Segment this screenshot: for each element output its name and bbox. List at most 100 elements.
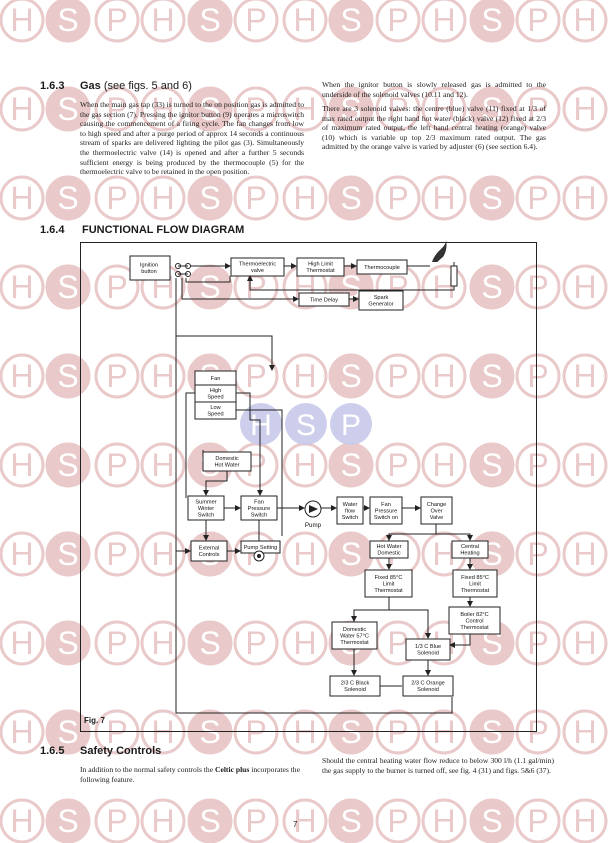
flow-box-label: Ignition [140,263,158,269]
flow-connector [351,597,390,622]
flow-box-label: Speed [207,412,223,418]
flow-connector [236,392,251,420]
flow-box-label: valve [251,268,264,274]
flow-box-label: Switch [251,513,267,519]
safety-paragraph-left: In addition to the normal safety control… [80,765,304,784]
flow-box-label: Pressure [248,506,270,512]
celtic-plus-product-name: Celtic plus [214,765,250,774]
flow-box-label: Hot Water [215,463,240,469]
flow-box-label: Fan [254,499,264,505]
flow-connector [236,409,283,536]
safety-text-post: incorporates the following feature. [80,765,300,784]
flow-box-label: Fixed 85°C [461,575,489,581]
flow-box-label: Pump Setting [244,545,278,551]
flow-connector [185,276,231,283]
flow-box-label: 2/3 C Black [341,681,370,687]
flow-box-label: button [141,269,157,275]
flow-box-label: Solenoid [417,651,439,657]
flow-box-label: Pressure [375,508,397,514]
section-number-163: 1.6.3 [40,80,65,92]
flow-box-label: Thermostat [340,640,369,646]
flow-box-label: Switch [198,513,214,519]
page-number: 7 [293,820,298,829]
flow-box-label: Fan [381,502,391,508]
flow-box-label: Thermostat [461,588,490,594]
flow-box-label: Boiler 82°C [460,612,488,618]
section-title-163-suffix: (see figs. 5 and 6) [103,80,192,92]
burner-flame-icon [432,240,447,265]
flow-box-label: Change [427,502,447,508]
section-title-163: Gas (see figs. 5 and 6) [80,80,192,92]
flow-box-label: flow [345,508,356,514]
flow-box-label: Time Delay [310,297,338,303]
flow-box-label: Domestic [215,456,239,462]
pump-icon [304,500,322,518]
section-number-165: 1.6.5 [40,745,65,757]
gas-paragraph-left: When the main gas tap (33) is turned to … [80,100,304,177]
flow-box-label: Winter [198,506,214,512]
diagram-frame [80,242,537,732]
thermocouple-probe [450,265,458,287]
flow-box-label: Limit [469,581,481,587]
flow-box-fan: Fan [194,370,237,386]
gas-paragraph-right-2: There are 3 solenoid valves: the centre … [322,104,546,152]
flow-box-label: Heating [460,551,479,557]
main-trunk [175,278,453,714]
figure-label: Fig. 7 [84,716,105,725]
flow-box-label: Thermocouple [364,265,400,271]
flow-connector [436,533,473,541]
flow-box-label: Fixed 85°C [375,575,403,581]
flow-box-label: Low [210,405,221,411]
flow-box-label: Water [343,502,358,508]
flow-box-label: Speed [207,395,223,401]
flow-connector [386,524,437,541]
flow-box-label: Thermostat [374,588,403,594]
ignition-to-time-delay [181,278,299,302]
flow-connector [250,419,263,496]
flow-box-label: Switch [342,515,358,521]
flow-box-label: Water 57°C [340,633,369,639]
gas-paragraph-right-1: When the ignitor button is slowly releas… [322,80,546,99]
flow-box-label: 1/3 C Blue [415,644,441,650]
flow-box-label: Controls [199,552,220,558]
flow-box-label: Domestic [343,627,367,633]
flow-box-label: Thermoelectric [239,262,276,268]
section-title-164: FUNCTIONAL FLOW DIAGRAM [82,224,245,236]
flow-box-label: Spark [374,295,389,301]
flow-box-label: Switch on [374,515,398,521]
section-title-165: Safety Controls [80,745,162,757]
flow-box-label: Thermostat [460,625,489,631]
pump-label: Pump [305,522,322,529]
flow-box-label: High Limit [308,262,333,268]
flow-connector [389,609,431,639]
flow-box-label: Solenoid [417,687,439,693]
flow-box-label: Control [465,618,483,624]
flow-box-label: Summer [195,499,216,505]
thermocouple-return [247,275,455,291]
flow-connector [176,335,275,371]
section-title-163-main: Gas [80,80,101,92]
flow-box-label: Central [461,544,479,550]
ignition-switch-symbol [175,263,191,277]
flow-box-label: Fan [211,376,221,382]
flow-box-label: Generator [368,302,393,308]
